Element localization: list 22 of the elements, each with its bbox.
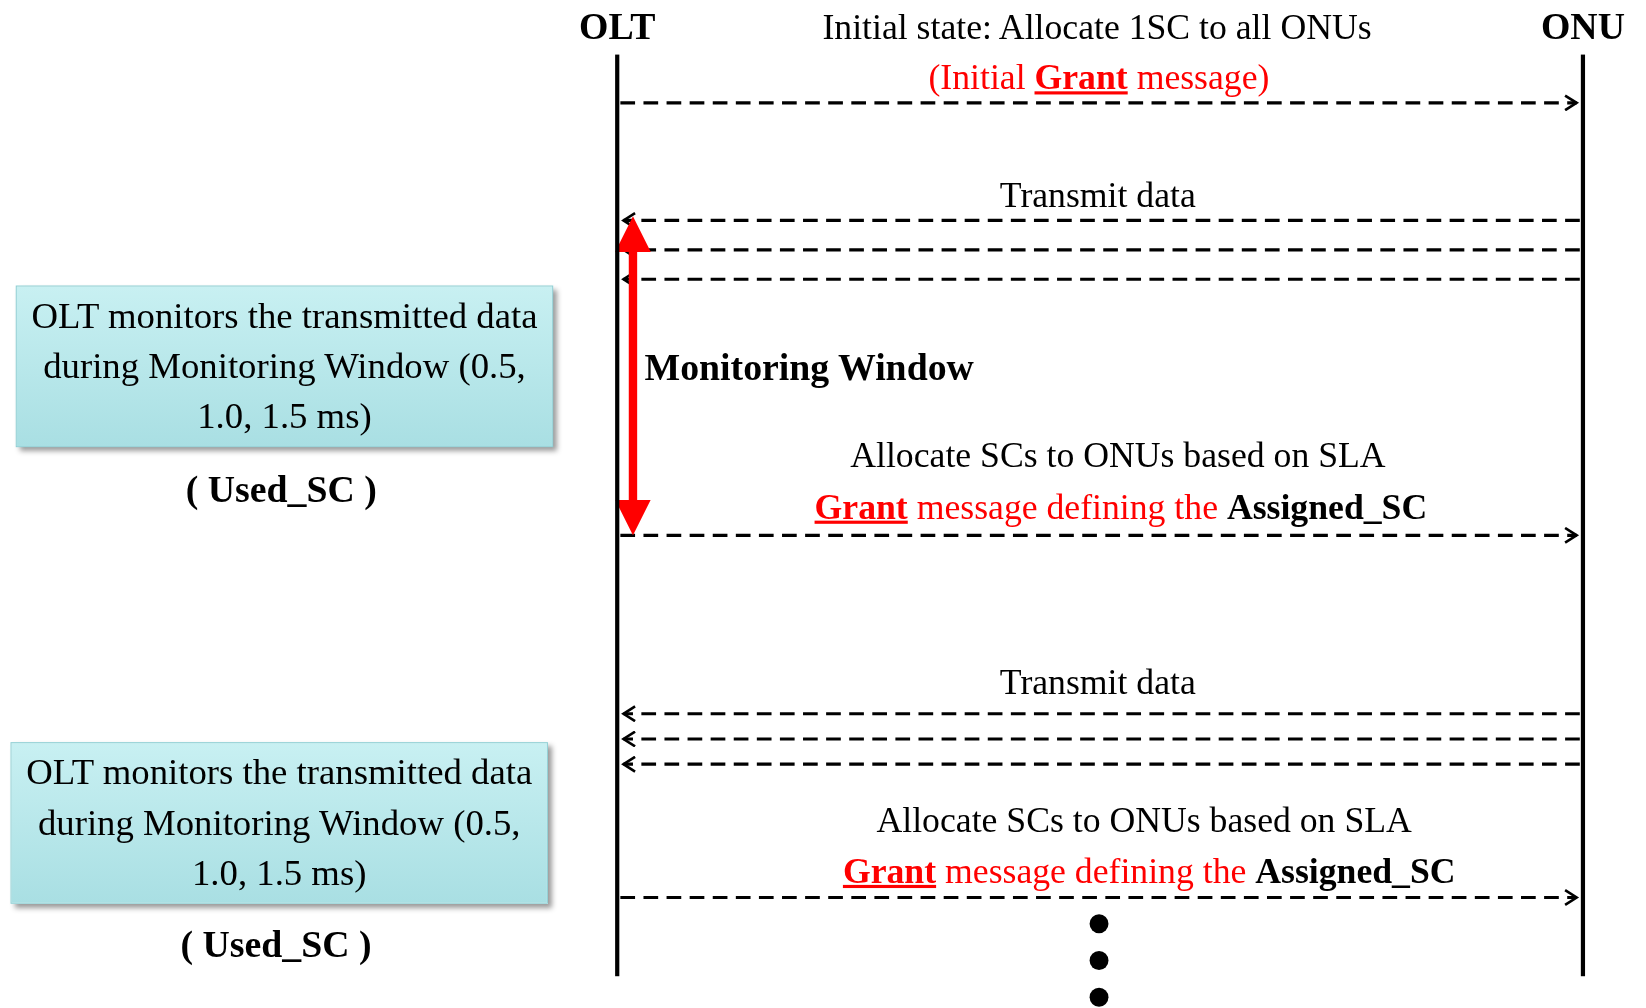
edge-label: Transmit data [999, 661, 1196, 704]
message-arrow [622, 705, 1580, 723]
message-arrow [620, 888, 1578, 907]
edge-label: Initial state: Allocate 1SC to all ONUs [822, 6, 1372, 49]
message-note: Grant message defining the Assigned_SC [814, 486, 1428, 528]
edge-label: Allocate SCs to ONUs based on SLA [850, 434, 1386, 477]
note-text: OLT monitors the transmitted data during Monitoring Window (0.5, 1.0, 1.5 ms) [25, 750, 534, 896]
message-note: (Initial Grant message) [928, 56, 1270, 99]
note-box [15, 285, 554, 448]
window-label: Monitoring Window [644, 346, 974, 389]
edge-label: Allocate SCs to ONUs based on SLA [876, 799, 1412, 842]
message-note: Grant message defining the Assigned_SC [842, 850, 1456, 893]
message-arrow [620, 94, 1578, 112]
message-arrow [622, 730, 1580, 748]
lifeline-heading: ONU [1539, 5, 1626, 48]
used-sc-label: ( Used_SC ) [180, 923, 372, 966]
message-arrow [622, 755, 1580, 773]
used-sc-label: ( Used_SC ) [185, 468, 377, 511]
message-arrow [620, 526, 1578, 544]
edge-label: Transmit data [999, 174, 1196, 217]
lifeline-heading: OLT [578, 5, 657, 48]
note-text: OLT monitors the transmitted data during Monitoring Window (0.5, 1.0, 1.5 ms) [30, 293, 539, 439]
